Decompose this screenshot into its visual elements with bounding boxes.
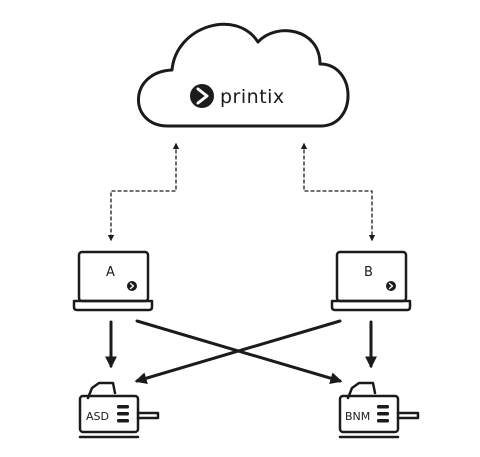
printer-label-asd: ASD	[86, 410, 109, 423]
printer-icon	[338, 381, 420, 439]
laptop-label-b: B	[364, 265, 373, 280]
printix-badge-icon	[386, 281, 396, 291]
printix-logo-icon	[190, 84, 214, 108]
printer-icon	[78, 381, 160, 439]
cloud-connection-a	[107, 142, 180, 242]
arrow-b-to-asd	[134, 319, 342, 385]
printer-bnm: BNM	[338, 381, 420, 439]
printer-asd: ASD	[78, 381, 160, 439]
printix-badge-icon	[127, 281, 137, 291]
laptop-b: B	[330, 250, 412, 312]
laptop-label-a: A	[106, 265, 115, 280]
laptop-icon	[72, 250, 154, 312]
laptop-a: A	[72, 250, 154, 312]
printer-label-bnm: BNM	[345, 410, 370, 423]
printix-brand-name: printix	[220, 86, 285, 108]
cloud-connection-b	[300, 142, 376, 242]
print-job-arrows	[105, 319, 377, 385]
laptop-icon	[330, 250, 412, 312]
printix-cloud: printix	[137, 22, 350, 128]
